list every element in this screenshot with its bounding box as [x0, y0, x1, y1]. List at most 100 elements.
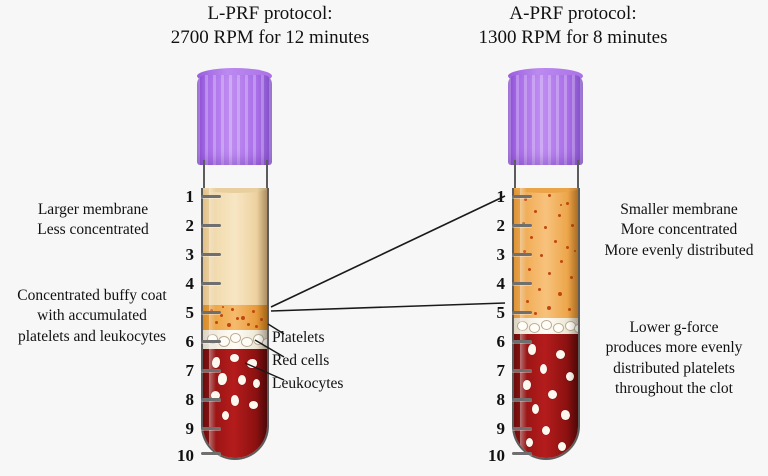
annotation-right-gforce: Lower g-force produces more evenly distr…	[578, 318, 768, 400]
lprf-neck-left	[203, 160, 205, 192]
graduation-mark	[512, 282, 532, 285]
platelet-dot	[547, 306, 551, 310]
graduation-mark	[512, 311, 532, 314]
buffy-cell	[241, 337, 253, 347]
scale-label: 2	[185, 216, 195, 235]
annotation-right-membrane-line2: More concentrated	[620, 221, 738, 239]
annotation-right-membrane: Smaller membrane More concentrated More …	[588, 200, 768, 261]
platelet-dot	[544, 226, 547, 229]
graduation-mark	[201, 282, 221, 285]
platelet-dot	[554, 240, 557, 243]
graduation-mark	[512, 224, 532, 227]
graduation-mark	[201, 224, 221, 227]
platelet-dot	[247, 323, 250, 326]
lprf-layer-platelet-band	[203, 305, 267, 330]
lprf-tube-body	[201, 188, 269, 460]
leukocyte-cell	[532, 404, 539, 414]
graduation-mark	[512, 340, 532, 343]
annotation-left-membrane: Larger membrane Less concentrated	[0, 200, 188, 241]
annotation-left-buffy-coat: Concentrated buffy coat with accumulated…	[0, 286, 190, 347]
platelet-dot	[560, 260, 563, 263]
graduation-mark	[201, 311, 221, 314]
graduation-mark	[512, 398, 532, 401]
callout-label-platelets: Platelets	[272, 329, 325, 346]
platelet-dot	[252, 310, 255, 313]
platelet-dot	[571, 224, 574, 227]
lprf-plasma-meniscus	[203, 188, 267, 193]
platelet-dot	[523, 250, 526, 253]
buffy-cell	[529, 323, 540, 333]
leukocyte-cell	[566, 372, 574, 381]
left-protocol-title: L-PRF protocol: 2700 RPM for 12 minutes	[115, 2, 425, 51]
aprf-plasma-meniscus	[514, 188, 578, 193]
platelet-dot	[255, 325, 258, 328]
leukocyte-cell	[540, 364, 547, 374]
platelet-dot	[558, 214, 561, 217]
leukocyte-cell	[526, 438, 533, 447]
platelet-dot	[227, 323, 231, 327]
right-protocol-title-line2: 1300 RPM for 8 minutes	[478, 27, 668, 49]
leukocyte-cell	[231, 395, 239, 406]
right-protocol-title-line1: A-PRF protocol:	[509, 3, 637, 24]
leukocyte-cell	[249, 401, 258, 409]
scale-label: 8	[185, 390, 195, 409]
platelet-dot	[566, 202, 569, 205]
buffy-cell	[207, 334, 218, 344]
graduation-mark	[201, 340, 221, 343]
leukocyte-cell	[253, 379, 260, 388]
buffy-cell	[517, 321, 528, 331]
right-protocol-title: A-PRF protocol: 1300 RPM for 8 minutes	[418, 2, 728, 51]
platelet-dot	[534, 210, 537, 213]
graduation-mark	[201, 398, 221, 401]
platelet-dot	[538, 288, 541, 291]
scale-label: 7	[185, 361, 195, 380]
leukocyte-cell	[561, 410, 570, 420]
graduation-mark	[201, 195, 221, 198]
platelet-dot	[524, 198, 527, 201]
graduation-mark	[201, 452, 221, 455]
aprf-neck-left	[514, 160, 516, 192]
platelet-dot	[210, 309, 213, 312]
platelet-dot	[540, 254, 543, 257]
graduation-mark	[201, 253, 221, 256]
aprf-neck-right	[577, 160, 579, 192]
platelet-dot	[236, 317, 239, 320]
platelet-dot	[548, 194, 551, 197]
graduation-mark	[512, 369, 532, 372]
platelet-dot	[568, 308, 571, 311]
platelet-dot	[574, 250, 576, 252]
annotation-right-gforce-line1: Lower g-force	[629, 319, 719, 336]
scale-label: 8	[496, 390, 506, 409]
scale-label: 9	[185, 419, 195, 438]
buffy-cell	[574, 324, 578, 333]
scale-label: 1	[185, 187, 195, 206]
graduation-mark	[201, 369, 221, 372]
leukocyte-cell	[238, 375, 246, 385]
callout-label-red-cells: Red cells	[272, 352, 330, 369]
scale-label: 10	[177, 446, 194, 465]
leukocyte-cell	[211, 391, 220, 400]
platelet-dot	[534, 312, 537, 315]
scale-label: 4	[185, 274, 195, 293]
scale-label: 3	[185, 245, 195, 264]
aprf-layer-buffy-coat	[514, 318, 578, 334]
scale-label: 9	[496, 419, 506, 438]
scale-label: 10	[488, 446, 505, 465]
annotation-right-gforce-line2: produces more evenly	[605, 339, 743, 357]
annotation-left-membrane-line1: Larger membrane	[37, 201, 149, 218]
platelet-dot	[548, 272, 551, 275]
platelet-dot	[231, 308, 234, 311]
scale-label: 5	[496, 303, 506, 322]
scale-label: 4	[496, 274, 506, 293]
leukocyte-cell	[222, 411, 229, 420]
graduation-mark	[512, 195, 532, 198]
scale-label: 3	[496, 245, 506, 264]
platelet-dot	[526, 300, 529, 303]
platelet-dot	[530, 236, 533, 239]
scale-label: 2	[496, 216, 506, 235]
annotation-left-buffy-coat-line2: with accumulated	[37, 307, 147, 325]
graduation-mark	[201, 427, 221, 430]
platelet-dot	[220, 314, 223, 317]
